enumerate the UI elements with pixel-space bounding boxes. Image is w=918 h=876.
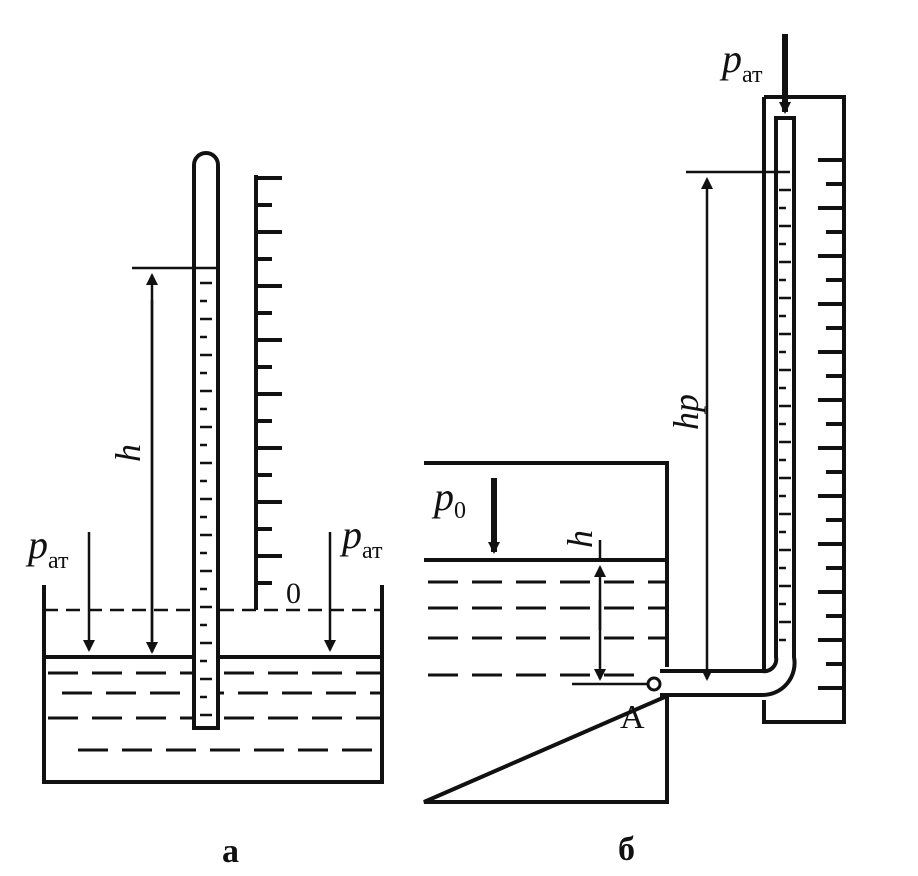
liquid-dashes-a xyxy=(48,671,382,752)
barometer-tube xyxy=(192,151,220,730)
depth-h-label: h xyxy=(560,530,600,548)
top-pressure-label: pат xyxy=(719,36,763,88)
caption-a: а xyxy=(222,833,239,870)
board-ticks xyxy=(818,158,844,690)
tube-ticks xyxy=(200,281,212,717)
caption-b: б xyxy=(618,831,635,868)
pressure-label-left: pат xyxy=(25,522,69,574)
scale-zero-label: 0 xyxy=(286,577,301,610)
point-a-label: A xyxy=(620,699,645,736)
p0-label: p0 xyxy=(431,474,466,524)
piezometer-board xyxy=(762,95,846,724)
liquid-dashes-b xyxy=(428,580,665,677)
tube-ticks-b xyxy=(779,188,791,642)
h-label-a: h xyxy=(108,444,148,462)
connection-pipe xyxy=(660,116,797,698)
pressure-label-right: pат xyxy=(339,512,383,564)
point-a-marker xyxy=(646,676,662,692)
vessel-a xyxy=(42,585,384,784)
figure-b: p0 h A pат hp б xyxy=(423,34,846,868)
scale-ticks-a xyxy=(256,176,282,585)
tank-b xyxy=(423,461,669,804)
hp-label: hp xyxy=(666,394,706,430)
figure-a: 0 h pат pат а xyxy=(25,151,384,870)
